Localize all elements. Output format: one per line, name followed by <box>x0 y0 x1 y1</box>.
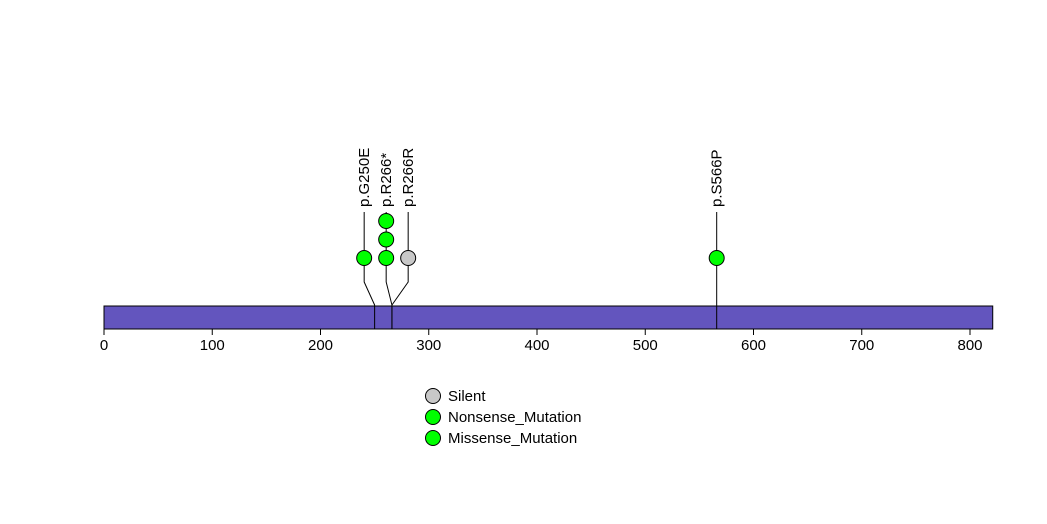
lollipop-stem <box>391 212 409 329</box>
mutation-label: p.S566P <box>709 149 726 207</box>
legend-swatch-circle <box>425 430 441 446</box>
axis-tick-label: 700 <box>849 337 874 354</box>
mutation-circle <box>708 250 725 266</box>
protein-backbone-bar <box>103 305 994 330</box>
axis-tick-label: 0 <box>100 337 108 354</box>
axis-tick-label: 300 <box>416 337 441 354</box>
legend-label: Missense_Mutation <box>448 430 577 447</box>
legend-label: Silent <box>448 388 486 405</box>
mutation-label: p.G250E <box>356 148 373 207</box>
mutation-circle <box>378 231 395 248</box>
mutation-circle <box>378 250 395 266</box>
mutation-label: p.R266R <box>400 148 417 207</box>
mutation-label: p.R266* <box>378 153 395 207</box>
axis-tick-label: 600 <box>741 337 766 354</box>
axis-tick-label: 100 <box>200 337 225 354</box>
mutation-circle <box>356 250 373 266</box>
legend-swatch-circle <box>425 409 441 425</box>
mutation-circle <box>378 213 395 229</box>
lollipop-stem <box>363 212 376 329</box>
legend-label: Nonsense_Mutation <box>448 409 581 426</box>
axis-tick-label: 200 <box>308 337 333 354</box>
axis-tick-label: 800 <box>957 337 982 354</box>
axis-tick-label: 400 <box>524 337 549 354</box>
mutation-circle <box>400 250 417 266</box>
axis-tick-label: 500 <box>633 337 658 354</box>
legend-swatch-circle <box>425 388 441 404</box>
